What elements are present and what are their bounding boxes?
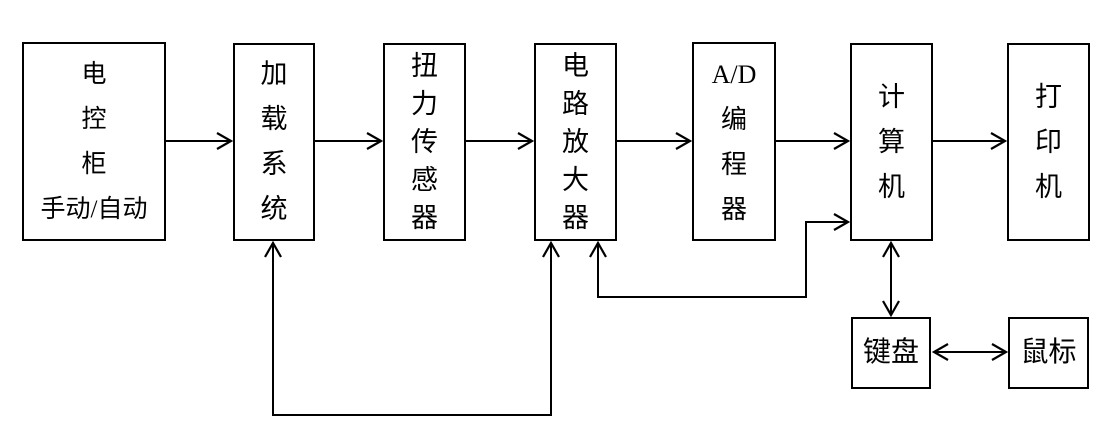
box-mouse: 鼠标 — [1008, 317, 1089, 389]
box-computer: 计 算 机 — [850, 43, 933, 241]
box-ad-programmer: A/D 编 程 器 — [692, 42, 776, 241]
box-control-cabinet: 电 控 柜 手动/自动 — [22, 42, 166, 241]
box-printer: 打 印 机 — [1007, 43, 1090, 241]
box-keyboard: 键盘 — [851, 317, 931, 389]
elbow-amplifier-computer — [589, 213, 851, 298]
box-circuit-amplifier: 电 路 放 大 器 — [534, 43, 617, 241]
loop-amplifier-loading — [264, 240, 560, 416]
box-loading-system: 加 载 系 统 — [233, 43, 315, 241]
box-torque-sensor: 扭 力 传 感 器 — [383, 43, 466, 241]
